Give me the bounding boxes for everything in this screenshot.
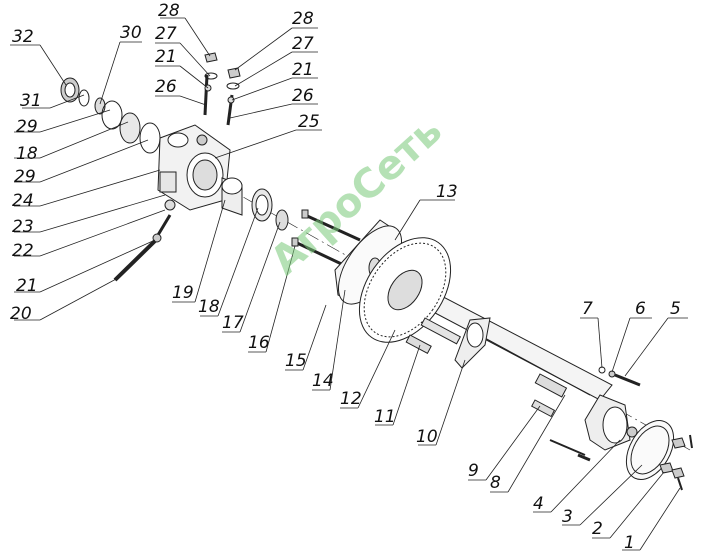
bearing-rings-left: [60, 77, 161, 154]
callout-15: 15: [285, 351, 307, 371]
callout-18b: 18: [198, 297, 220, 317]
callout-2: 2: [592, 519, 603, 539]
callout-21c: 21: [292, 60, 314, 80]
callout-18: 18: [16, 144, 38, 164]
callout-27b: 27: [292, 34, 314, 54]
bearing-housing: [549, 394, 638, 462]
callout-28a: 28: [158, 1, 180, 21]
callout-11: 11: [374, 407, 396, 427]
key-and-hub: [405, 317, 491, 369]
callout-14: 14: [312, 371, 334, 391]
callout-27a: 27: [155, 24, 177, 44]
callout-20: 20: [10, 304, 32, 324]
callout-13: 13: [436, 182, 458, 202]
callout-32: 32: [12, 27, 34, 47]
fasteners-top: [203, 52, 241, 126]
callout-21b: 21: [155, 47, 177, 67]
callout-23: 23: [12, 217, 34, 237]
callout-24: 24: [12, 191, 34, 211]
callout-16: 16: [248, 333, 270, 353]
callout-17: 17: [222, 313, 244, 333]
pulley-wheel: [358, 237, 452, 343]
callout-22: 22: [12, 241, 34, 261]
callout-31: 31: [20, 91, 42, 111]
leader-lines: [10, 17, 688, 551]
lever-linkage: [113, 199, 176, 282]
callout-8: 8: [490, 473, 501, 493]
callout-30: 30: [120, 23, 142, 43]
callout-3: 3: [562, 507, 573, 527]
callout-4: 4: [533, 494, 544, 514]
callout-12: 12: [340, 389, 362, 409]
callout-29b: 29: [14, 167, 36, 187]
callout-9: 9: [468, 461, 479, 481]
fasteners-right: [659, 434, 693, 491]
callout-7: 7: [582, 299, 593, 319]
callout-6: 6: [635, 299, 646, 319]
callout-1: 1: [624, 533, 635, 553]
callout-26b: 26: [292, 86, 314, 106]
callout-5: 5: [670, 299, 681, 319]
callout-10: 10: [416, 427, 438, 447]
shaft-key: [531, 399, 556, 418]
callout-28b: 28: [292, 9, 314, 29]
callout-26a: 26: [155, 77, 177, 97]
callout-29a: 29: [16, 117, 38, 137]
gear-housing: [157, 124, 231, 211]
callout-25: 25: [298, 112, 320, 132]
spacers: [221, 177, 289, 231]
callout-21a: 21: [16, 276, 38, 296]
callout-19: 19: [172, 283, 194, 303]
